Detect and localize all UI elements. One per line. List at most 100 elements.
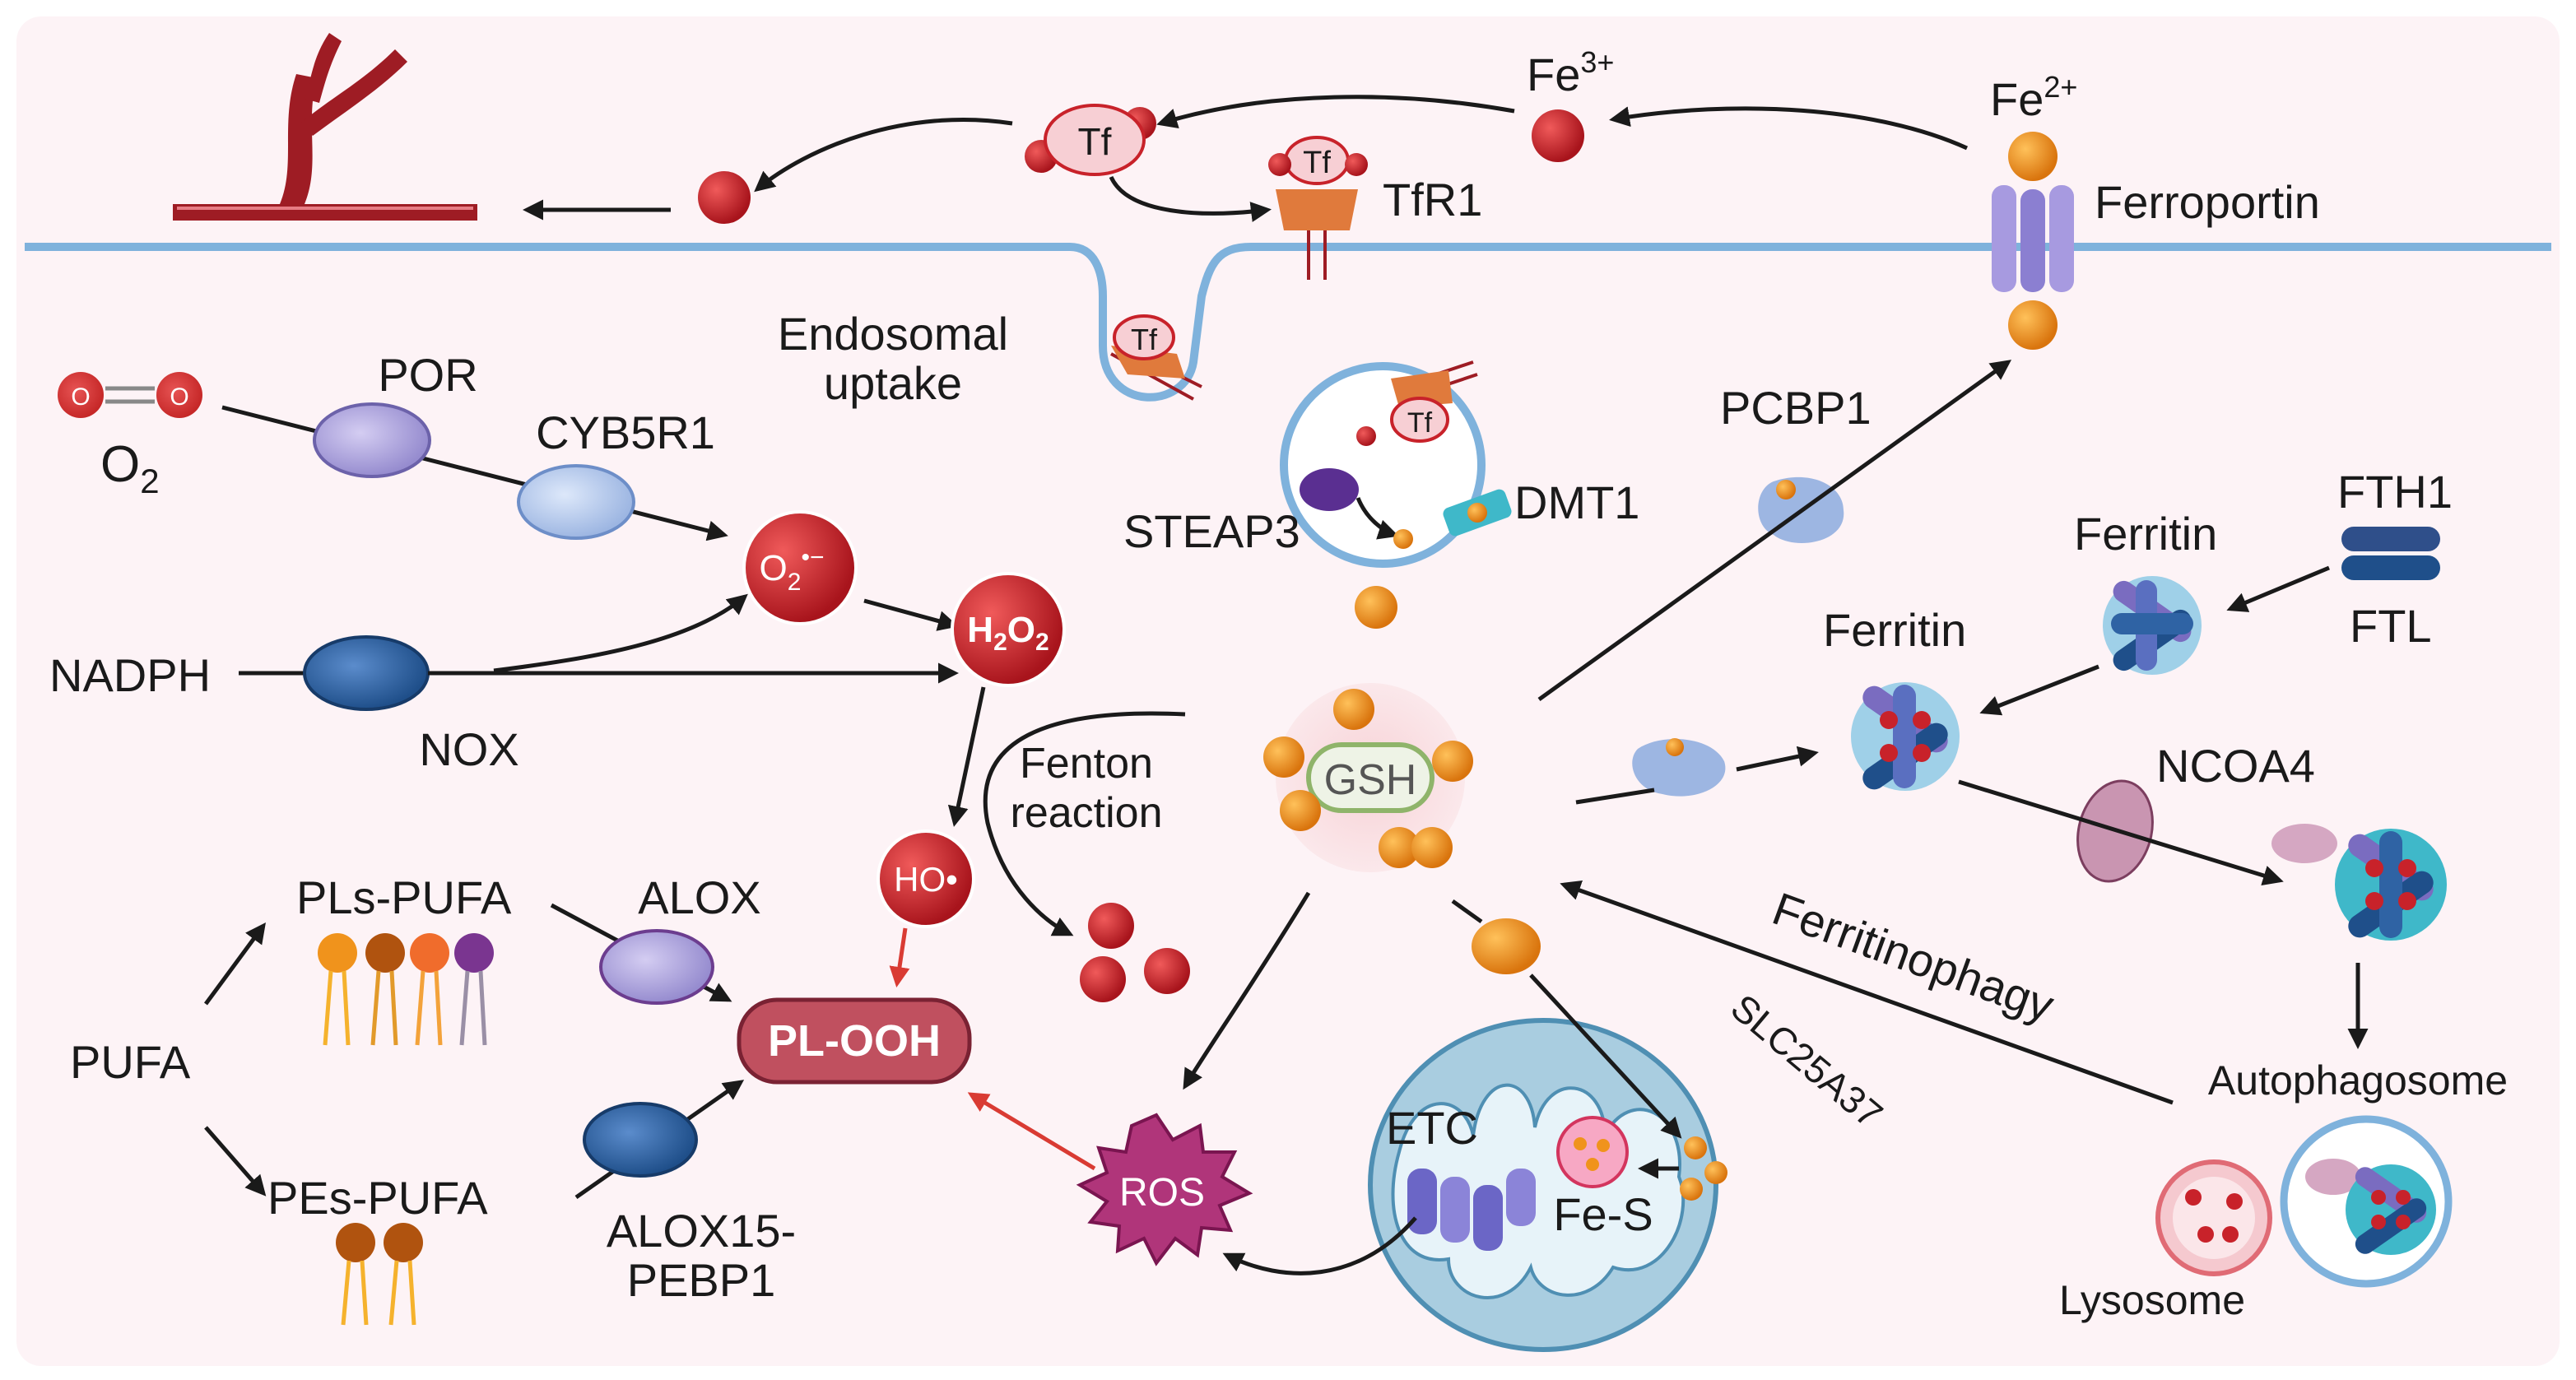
pool-fe2-icon	[1411, 827, 1453, 868]
nox-label: NOX	[419, 723, 518, 775]
blood-vessel-icon	[173, 33, 477, 221]
ros-label: ROS	[1119, 1171, 1205, 1215]
arrow-fenton	[983, 711, 1186, 936]
ncoa4-label: NCOA4	[2156, 740, 2315, 792]
tfr1-label: TfR1	[1383, 174, 1482, 225]
pls-pufa-label: PLs-PUFA	[296, 871, 512, 923]
pcbp1-loaded-icon	[1632, 739, 1726, 797]
fe2-cytosol-icon	[2008, 300, 2058, 350]
pufa-label: PUFA	[70, 1036, 191, 1088]
alox-label: ALOX	[638, 871, 760, 923]
lysosome-label: Lysosome	[2059, 1277, 2245, 1323]
line-pool-to-pcbp1	[1575, 788, 1655, 805]
nox-enzyme-icon	[303, 635, 430, 711]
arrow-ferritin-to-ncoa4-complex	[1958, 779, 2284, 886]
line-pool-to-slc	[1451, 899, 1483, 924]
arrow-tf-to-iron	[754, 117, 1013, 193]
h2o2-label: H2O2	[967, 610, 1049, 656]
fe3-product-icon	[1088, 903, 1134, 949]
fe3-ion-icon	[1532, 109, 1584, 162]
cell-background	[16, 16, 2560, 1366]
pe-phospholipid-icon	[336, 1223, 423, 1326]
dmt1-transporter-icon	[1443, 489, 1512, 537]
o2-label: O2	[100, 436, 160, 500]
alox15-label-1: ALOX15-	[607, 1205, 796, 1257]
tfr1-tf-label: Tf	[1303, 146, 1331, 180]
pool-fe2-icon	[1333, 689, 1374, 730]
arrow-tf-to-tfr1	[1109, 175, 1272, 222]
gsh-label: GSH	[1324, 756, 1417, 804]
nadph-label: NADPH	[49, 649, 211, 701]
fe3-product-icon	[1080, 956, 1126, 1002]
arrow-fe3-to-tf	[1156, 95, 1515, 129]
pool-fe2-icon	[1280, 790, 1321, 831]
svg-text:O: O	[170, 383, 188, 411]
hydroxyl-radical-icon	[876, 829, 975, 928]
lysosome-icon	[2155, 1159, 2272, 1276]
arrow-superoxide-to-h2o2	[863, 598, 959, 631]
pcbp1-label: PCBP1	[1720, 382, 1872, 434]
ferritin-mid-label: Ferritin	[1823, 604, 1966, 656]
arrow-por-chain	[221, 405, 728, 541]
ros-burst-icon	[1076, 1113, 1253, 1266]
etc-label: ETC	[1386, 1102, 1478, 1154]
o2-molecule-icon: O O	[58, 372, 202, 418]
fe2-ion-icon	[2008, 132, 2058, 181]
ho-label: HO•	[894, 860, 958, 899]
fe2-label: Fe2+	[1990, 70, 2077, 125]
endosomal-label-1: Endosomal	[778, 308, 1008, 360]
por-label: POR	[378, 349, 477, 401]
phospholipid-icon	[318, 933, 494, 1046]
arrow-h2o2-to-ho	[947, 686, 986, 827]
svg-text:O: O	[71, 383, 90, 411]
pool-fe2-icon	[1432, 741, 1473, 782]
fenton-label-1: Fenton	[1020, 740, 1153, 788]
vesicle-tf-label: Tf	[1407, 407, 1433, 439]
ferritin-top-label: Ferritin	[2074, 508, 2217, 560]
arrow-ros-to-plooh	[967, 1092, 1096, 1171]
alox15-label-2: PEBP1	[627, 1254, 776, 1306]
ferritin-cage-icon	[2103, 576, 2202, 675]
cell-membrane	[25, 243, 2551, 402]
endosome-tf-label: Tf	[1131, 323, 1158, 356]
pl-ooh-label: PL-OOH	[768, 1016, 941, 1066]
fth1-label: FTH1	[2337, 466, 2453, 518]
arrow-apo-to-holo	[1979, 664, 2099, 716]
fenton-label-2: reaction	[1011, 789, 1163, 837]
fe3-label: Fe3+	[1527, 45, 1614, 100]
tfr1-receptor-icon: Tf	[1268, 136, 1368, 280]
arrow-slc-to-mito	[1529, 973, 1682, 1139]
slc25a37-transporter-icon	[1472, 918, 1541, 974]
arrow-etc-to-ros	[1222, 1216, 1417, 1275]
endosomal-tf-icon: Tf	[1110, 314, 1202, 401]
pool-fe2-icon	[1379, 827, 1420, 868]
arrow-pufa-to-pls	[203, 922, 266, 1006]
fe2-released-icon	[1355, 586, 1397, 629]
ncoa4-bound-icon	[2271, 824, 2337, 863]
cyb5r1-enzyme-icon	[517, 464, 635, 540]
ftl-label: FTL	[2350, 600, 2432, 652]
arrow-pcbp1-to-ferritin	[1736, 746, 1819, 772]
vesicle-tf-icon: Tf	[1356, 360, 1478, 446]
arrow-pool-to-ros	[1183, 891, 1311, 1090]
steap3-label: STEAP3	[1123, 505, 1300, 557]
h2o2-icon	[951, 572, 1066, 687]
ferroportin-channel-icon	[1992, 185, 2074, 292]
superoxide-label: O2•−	[760, 544, 825, 596]
autophagosome-label: Autophagosome	[2208, 1057, 2508, 1104]
arrow-ho-to-plooh	[889, 927, 910, 987]
ferritin-holo-icon	[1851, 682, 1960, 791]
fe3-product-icon	[1144, 948, 1190, 994]
alox-enzyme-icon	[599, 929, 714, 1005]
pool-fe2-icon	[1263, 736, 1304, 778]
superoxide-icon	[742, 510, 858, 625]
pes-pufa-label: PEs-PUFA	[267, 1172, 488, 1224]
arrow-fe2-to-fe3	[1609, 106, 1969, 151]
arrow-steap3-reduce	[1355, 497, 1399, 540]
transferrin-icon: Tf	[1025, 104, 1156, 176]
endosomal-label-2: uptake	[824, 357, 962, 409]
fth1-subunit-icon	[2341, 527, 2440, 551]
iron-ion-icon	[698, 171, 751, 224]
